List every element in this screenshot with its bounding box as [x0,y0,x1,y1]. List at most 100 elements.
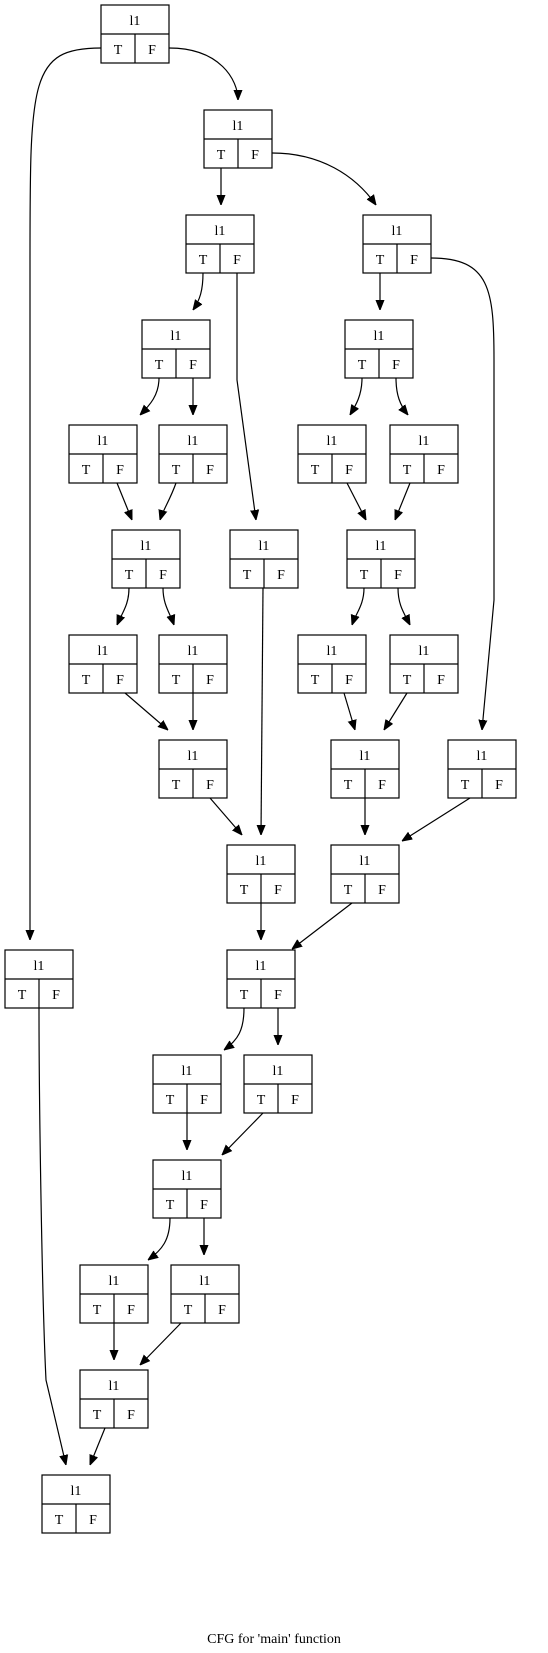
true-port-label: T [461,778,470,793]
node-label: l1 [98,434,109,449]
node-label: l1 [419,434,430,449]
cfg-edge-18 [352,587,365,625]
node-label: l1 [477,749,488,764]
node-label: l1 [171,329,182,344]
cfg-edge-24 [261,587,263,835]
node-label: l1 [109,1274,120,1289]
true-port-label: T [360,568,369,583]
true-port-label: T [184,1303,193,1318]
true-port-label: T [217,148,226,163]
node-label: l1 [182,1064,193,1079]
cfg-edge-38 [89,1427,106,1465]
true-port-label: T [125,568,134,583]
false-port-label: F [52,988,60,1003]
node-label: l1 [34,959,45,974]
false-port-label: F [200,1093,208,1108]
false-port-label: F [277,568,285,583]
node-label: l1 [188,644,199,659]
cfg-edge-30 [224,1007,245,1050]
false-port-label: F [116,673,124,688]
true-port-label: T [55,1513,64,1528]
false-port-label: F [291,1093,299,1108]
node-label: l1 [392,224,403,239]
cfg-edges [30,47,495,1465]
true-port-label: T [403,463,412,478]
true-port-label: T [82,463,91,478]
cfg-edge-13 [160,482,177,520]
cfg-edge-7 [430,257,495,730]
cfg-edge-8 [140,377,160,415]
node-label: l1 [360,749,371,764]
true-port-label: T [18,988,27,1003]
true-port-label: T [240,883,249,898]
false-port-label: F [274,883,282,898]
cfg-node-n31: l1T F [41,1474,111,1534]
cfg-edge-16 [116,587,130,625]
node-label: l1 [98,644,109,659]
node-label: l1 [141,539,152,554]
diagram-caption: CFG for 'main' function [207,1632,341,1647]
node-label: l1 [259,539,270,554]
true-port-label: T [155,358,164,373]
cfg-node-n20: l1T F [226,844,296,904]
cfg-edge-39 [38,1007,66,1465]
node-label: l1 [188,749,199,764]
cfg-edge-33 [222,1112,264,1155]
false-port-label: F [437,463,445,478]
true-port-label: T [311,463,320,478]
node-label: l1 [130,14,141,29]
false-port-label: F [206,463,214,478]
true-port-label: T [376,253,385,268]
false-port-label: F [392,358,400,373]
false-port-label: F [189,358,197,373]
true-port-label: T [172,778,181,793]
node-label: l1 [419,644,430,659]
cfg-edge-23 [384,692,408,730]
false-port-label: F [233,253,241,268]
true-port-label: T [172,463,181,478]
false-port-label: F [410,253,418,268]
true-port-label: T [93,1408,102,1423]
false-port-label: F [345,463,353,478]
false-port-label: F [116,463,124,478]
cfg-node-n15: l1T F [389,424,459,484]
node-label: l1 [256,854,267,869]
false-port-label: F [89,1513,97,1528]
true-port-label: T [257,1093,266,1108]
false-port-label: F [251,148,259,163]
true-port-label: T [172,673,181,688]
cfg-node-n17: l1T F [158,739,228,799]
true-port-label: T [344,778,353,793]
node-label: l1 [182,1169,193,1184]
false-port-label: F [200,1198,208,1213]
cfg-edge-10 [350,377,363,415]
true-port-label: T [243,568,252,583]
true-port-label: T [240,988,249,1003]
cfg-edge-20 [124,692,168,730]
node-label: l1 [188,434,199,449]
cfg-node-n11: l1T F [111,529,181,589]
true-port-label: T [344,883,353,898]
false-port-label: F [345,673,353,688]
false-port-label: F [206,778,214,793]
false-port-label: F [159,568,167,583]
true-port-label: T [403,673,412,688]
cfg-node-n5: l1T F [141,319,211,379]
cfg-edge-17 [162,587,174,625]
cfg-edge-27 [402,797,471,841]
cfg-edge-22 [343,692,355,730]
node-label: l1 [71,1484,82,1499]
